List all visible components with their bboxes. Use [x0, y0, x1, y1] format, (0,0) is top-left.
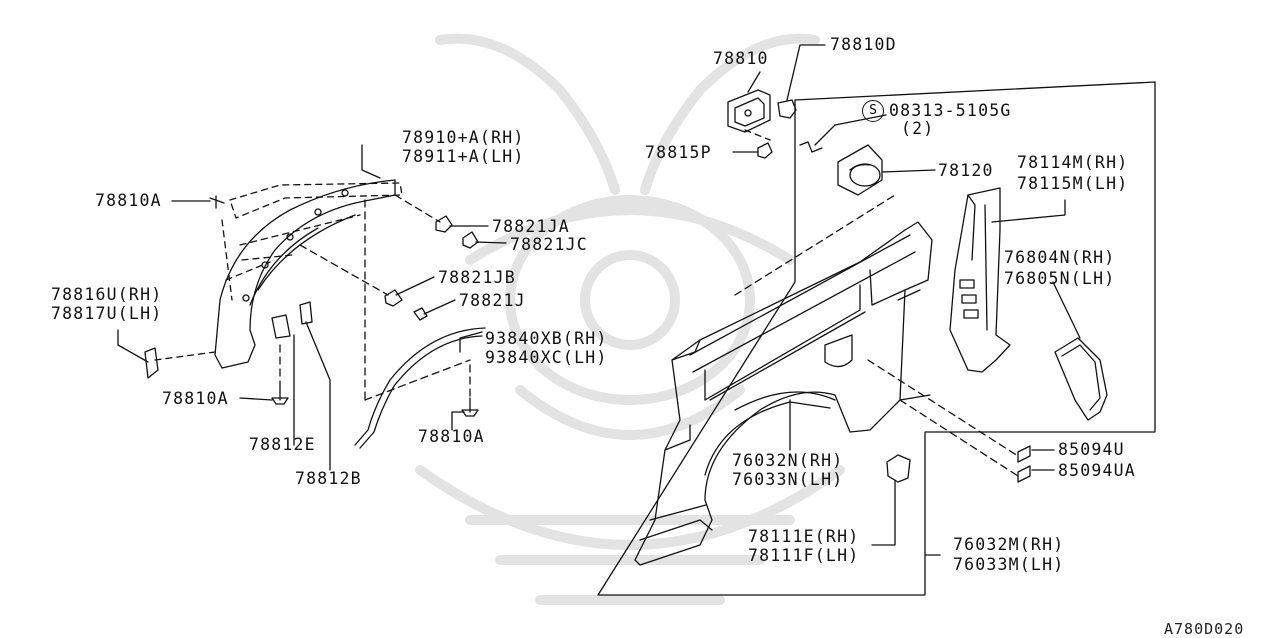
clip-78815p: [757, 142, 773, 159]
panel-group-frame: [597, 81, 1156, 596]
label-85094ua: 85094UA: [1058, 461, 1136, 480]
mud-guard: [214, 179, 403, 401]
clip-78812b: [299, 301, 313, 325]
label-78812e: 78812E: [249, 435, 316, 454]
label-78810d: 78810D: [830, 35, 897, 54]
clip-78821jb: [384, 289, 403, 307]
label-78115m: 78115M(LH): [1017, 174, 1129, 193]
label-93840xb: 93840XB(RH): [485, 329, 608, 348]
label-76805n: 76805N(LH): [1004, 269, 1116, 288]
clip-78821jc: [462, 231, 479, 249]
label-76033m: 76033M(LH): [953, 555, 1065, 574]
label-85094u: 85094U: [1058, 440, 1125, 459]
label-78821jc: 78821JC: [510, 235, 588, 254]
mudguard-bracket: [727, 89, 771, 133]
seal-78816u: [144, 347, 159, 379]
label-78111f: 78111F(LH): [748, 546, 860, 565]
filler-cap: [837, 144, 883, 196]
corner-extension: [1054, 337, 1108, 421]
label-78810a-left: 78810A: [162, 389, 229, 408]
bolt-78810a-left: [271, 384, 289, 405]
label-93840xc: 93840XC(LH): [485, 348, 608, 367]
label-78816u: 78816U(RH): [51, 285, 163, 304]
label-78812b: 78812B: [295, 469, 362, 488]
rear-quarter-panel: [634, 221, 933, 566]
label-78821ja: 78821JA: [492, 217, 570, 236]
bolt-78810a-bottom: [461, 397, 479, 417]
diagram-code: A780D020: [1164, 620, 1245, 638]
label-76033n: 76033N(LH): [732, 470, 844, 489]
inner-wheel-arch: [704, 401, 831, 476]
label-78910: 78910+A(RH): [402, 128, 525, 147]
label-78810a-bottom: 78810A: [418, 427, 485, 446]
label-76032m: 76032M(RH): [953, 535, 1065, 554]
rear-pillar-trim: [949, 187, 1011, 373]
label-78821j: 78821J: [459, 291, 526, 310]
label-78911: 78911+A(LH): [402, 147, 525, 166]
bumper-78111: [886, 454, 911, 483]
clip-78812e: [271, 314, 291, 339]
pad-85094ua: [1017, 465, 1031, 483]
label-78815p: 78815P: [645, 143, 712, 162]
label-78111e: 78111E(RH): [748, 527, 860, 546]
label-78120: 78120: [938, 161, 994, 180]
clip-78821ja: [435, 215, 453, 233]
leader-78120-dash: [734, 194, 896, 296]
screw-08313: [799, 141, 823, 153]
label-76804n: 76804N(RH): [1004, 248, 1116, 267]
screw-symbol: S: [862, 100, 884, 122]
bolt-78810a-top: [209, 195, 225, 209]
seal-78816u-dash: [154, 351, 216, 361]
clip-78821j: [413, 307, 428, 321]
label-78821jb: 78821JB: [438, 268, 516, 287]
label-76032n: 76032N(RH): [732, 451, 844, 470]
clip-78810d: [777, 99, 797, 119]
label-08313-qty: (2): [901, 119, 935, 138]
pad-85094u: [1017, 445, 1031, 463]
label-78114m: 78114M(RH): [1017, 153, 1129, 172]
label-08313: 08313-5105G: [889, 101, 1012, 120]
samurai-helmet-watermark: [415, 33, 845, 605]
label-78810: 78810: [713, 49, 769, 68]
seal-strip-93840: [354, 327, 486, 446]
label-78817u: 78817U(LH): [51, 304, 163, 323]
label-78810a-top: 78810A: [95, 191, 162, 210]
